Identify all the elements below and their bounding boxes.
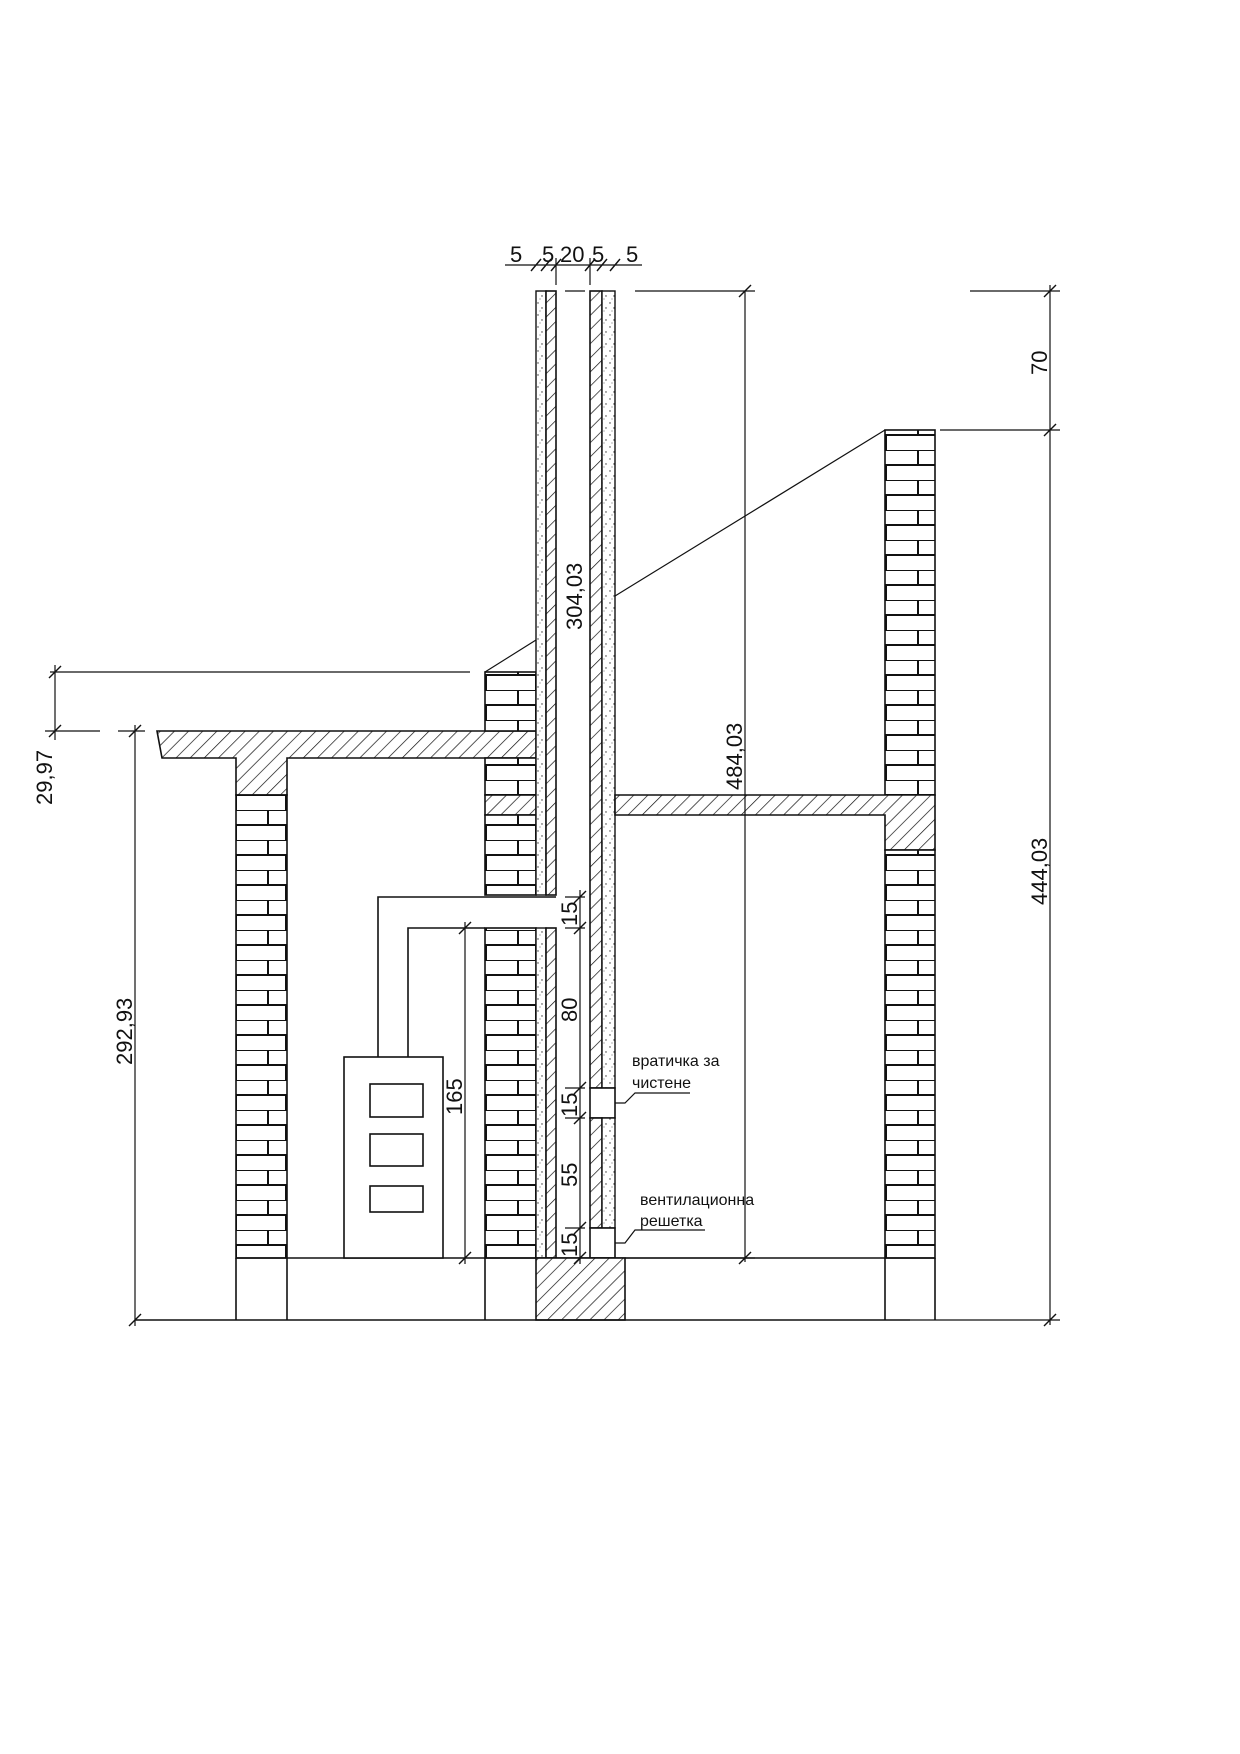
dim-right-height: 444,03	[1027, 838, 1052, 905]
dim-top-3: 20	[560, 242, 584, 267]
dim-stack-4: 55	[557, 1163, 582, 1187]
dim-chimney-above: 304,03	[562, 563, 587, 630]
right-structure	[614, 429, 936, 1259]
dim-stove-pipe-height: 165	[442, 1078, 467, 1115]
stove	[343, 1056, 444, 1259]
dim-top-4: 5	[592, 242, 604, 267]
left-slab	[156, 730, 537, 796]
dim-top-2: 5	[542, 242, 554, 267]
dim-stack-3: 15	[557, 1093, 582, 1117]
dim-roof-offset: 29,97	[32, 750, 57, 805]
dimension-labels: 5 5 20 5 5 29,97 292,93 304,03 484,03 44…	[32, 242, 1052, 1257]
central-brick-column	[484, 671, 537, 1259]
annotations: вратичка за чистене вентилационна решетк…	[632, 1053, 754, 1230]
dim-stack-1: 15	[557, 902, 582, 926]
chimney-left-wall	[535, 290, 557, 1259]
dim-top-5: 5	[626, 242, 638, 267]
roof-lines	[50, 429, 886, 673]
chimney-right-wall	[589, 290, 616, 1259]
dim-top-extension: 70	[1027, 351, 1052, 375]
dim-top-1: 5	[510, 242, 522, 267]
cleaning-door-label-1: вратичка за	[632, 1053, 720, 1070]
cleaning-door-label-2: чистене	[632, 1075, 691, 1092]
floor-and-foundation	[135, 1257, 936, 1321]
flue-pipe	[377, 896, 556, 1057]
ventilation-grate-label-1: вентилационна	[640, 1192, 754, 1209]
dim-chimney-total: 484,03	[722, 723, 747, 790]
dim-floor-height: 292,93	[112, 998, 137, 1065]
cleaning-door	[589, 1087, 616, 1119]
left-brick-column	[235, 794, 288, 1259]
dim-stack-5: 15	[557, 1233, 582, 1257]
dim-stack-2: 80	[557, 998, 582, 1022]
ventilation-grate	[589, 1227, 616, 1259]
dimension-lines	[45, 258, 1060, 1327]
ventilation-grate-label-2: решетка	[640, 1213, 703, 1230]
